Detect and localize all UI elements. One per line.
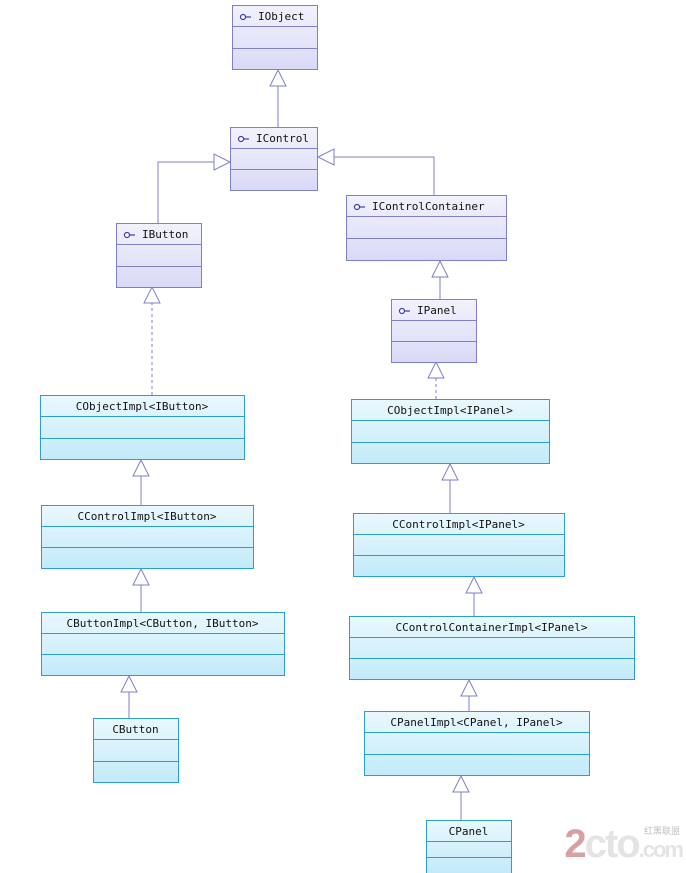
node-box — [40, 395, 245, 460]
class-cpanelimpl: CPanelImpl<CPanel, IPanel> — [364, 711, 590, 776]
node-box — [346, 195, 507, 261]
node-name: CPanel — [449, 825, 489, 838]
node-name: IPanel — [417, 304, 457, 317]
inheritance-arrowhead — [465, 575, 483, 594]
relation-ccontrolimpl-ipanel-to-cobjectimpl-ipanel — [441, 462, 459, 513]
interface-lollipop-icon — [123, 231, 135, 239]
relation-cpanelimpl-to-ccontrolcontainerimpl — [460, 678, 478, 711]
inheritance-arrowhead — [269, 68, 287, 87]
interface-icontrolcontainer: IControlContainer — [346, 195, 507, 261]
node-name: CControlContainerImpl<IPanel> — [395, 621, 587, 634]
node-name: CObjectImpl<IButton> — [76, 400, 209, 413]
watermark-logo-digit: 2 — [564, 822, 586, 866]
lollipop-circle — [353, 203, 361, 211]
lollipop-circle — [239, 13, 247, 21]
generalization-line — [334, 156, 435, 195]
class-ccontrolcontainerimpl: CControlContainerImpl<IPanel> — [349, 616, 635, 680]
relation-cobjectimpl-ipanel-to-ipanel — [427, 360, 445, 399]
interface-iobject: IObject — [232, 5, 318, 70]
node-box — [364, 711, 590, 776]
class-cobjectimpl-ibutton: CObjectImpl<IButton> — [40, 395, 245, 460]
interface-ibutton: IButton — [116, 223, 202, 288]
inheritance-arrowhead — [431, 259, 449, 278]
node-name: CControlImpl<IButton> — [77, 510, 216, 523]
class-cbuttonimpl: CButtonImpl<CButton, IButton> — [41, 612, 285, 676]
lollipop-circle — [398, 307, 406, 315]
relation-icontrolcontainer-to-icontrol — [316, 148, 435, 195]
node-box — [351, 399, 550, 464]
interface-lollipop-icon — [239, 13, 251, 21]
interface-icontrol: IControl — [230, 127, 318, 191]
watermark-logo: 2cto.com — [564, 822, 684, 866]
lollipop-circle — [123, 231, 131, 239]
watermark-subtitle: 红黑联盟 — [643, 826, 680, 836]
inheritance-arrowhead — [460, 678, 478, 697]
node-name: IButton — [142, 228, 188, 241]
node-box — [349, 616, 635, 680]
relation-cpanel-to-cpanelimpl — [452, 774, 470, 820]
node-name: CObjectImpl<IPanel> — [387, 404, 513, 417]
relation-icontrol-to-iobject — [269, 68, 287, 127]
node-box — [41, 612, 285, 676]
relation-ibutton-to-icontrol — [157, 153, 232, 223]
connectors-layer — [120, 68, 483, 820]
node-name: IControlContainer — [372, 200, 485, 213]
interface-lollipop-icon — [398, 307, 410, 315]
inheritance-arrowhead — [143, 285, 161, 304]
interface-lollipop-icon — [353, 203, 365, 211]
node-box — [41, 505, 254, 569]
inheritance-arrowhead — [132, 458, 150, 477]
node-box — [426, 820, 512, 873]
site-watermark: 2cto.com 红黑联盟 — [564, 822, 684, 867]
relation-ccontrolcontainerimpl-to-ccontrolimpl-ipanel — [465, 575, 483, 616]
node-box — [230, 127, 318, 191]
inheritance-arrowhead — [316, 148, 335, 166]
relation-ipanel-to-icontrolcontainer — [431, 259, 449, 299]
node-name: CButtonImpl<CButton, IButton> — [66, 617, 258, 630]
node-box — [116, 223, 202, 288]
node-box — [93, 718, 179, 783]
inheritance-arrowhead — [213, 153, 232, 171]
class-cobjectimpl-ipanel: CObjectImpl<IPanel> — [351, 399, 550, 464]
class-ccontrolimpl-ibutton: CControlImpl<IButton> — [41, 505, 254, 569]
class-cbutton: CButton — [93, 718, 179, 783]
relation-ccontrolimpl-ibutton-to-cobjectimpl-ibutton — [132, 458, 150, 505]
inheritance-arrowhead — [132, 567, 150, 586]
inheritance-arrowhead — [452, 774, 470, 793]
node-name: CButton — [112, 723, 158, 736]
relation-cbutton-to-cbuttonimpl — [120, 674, 138, 718]
node-box — [232, 5, 318, 70]
node-name: CPanelImpl<CPanel, IPanel> — [390, 716, 563, 729]
watermark-logo-suffix: .com — [638, 837, 684, 862]
inheritance-arrowhead — [441, 462, 459, 481]
interface-lollipop-icon — [237, 135, 249, 143]
class-ccontrolimpl-ipanel: CControlImpl<IPanel> — [353, 513, 565, 577]
inheritance-arrowhead — [427, 360, 445, 379]
node-box — [391, 299, 477, 363]
node-name: CControlImpl<IPanel> — [392, 518, 525, 531]
interface-ipanel: IPanel — [391, 299, 477, 363]
watermark-logo-text: cto — [584, 822, 641, 866]
node-box — [353, 513, 565, 577]
node-name: IObject — [258, 10, 304, 23]
node-name: IControl — [256, 132, 309, 145]
relation-cbuttonimpl-to-ccontrolimpl-ibutton — [132, 567, 150, 612]
generalization-line — [157, 161, 214, 223]
class-cpanel: CPanel — [426, 820, 512, 873]
lollipop-circle — [237, 135, 245, 143]
relation-cobjectimpl-ibutton-to-ibutton — [143, 285, 161, 395]
inheritance-arrowhead — [120, 674, 138, 693]
